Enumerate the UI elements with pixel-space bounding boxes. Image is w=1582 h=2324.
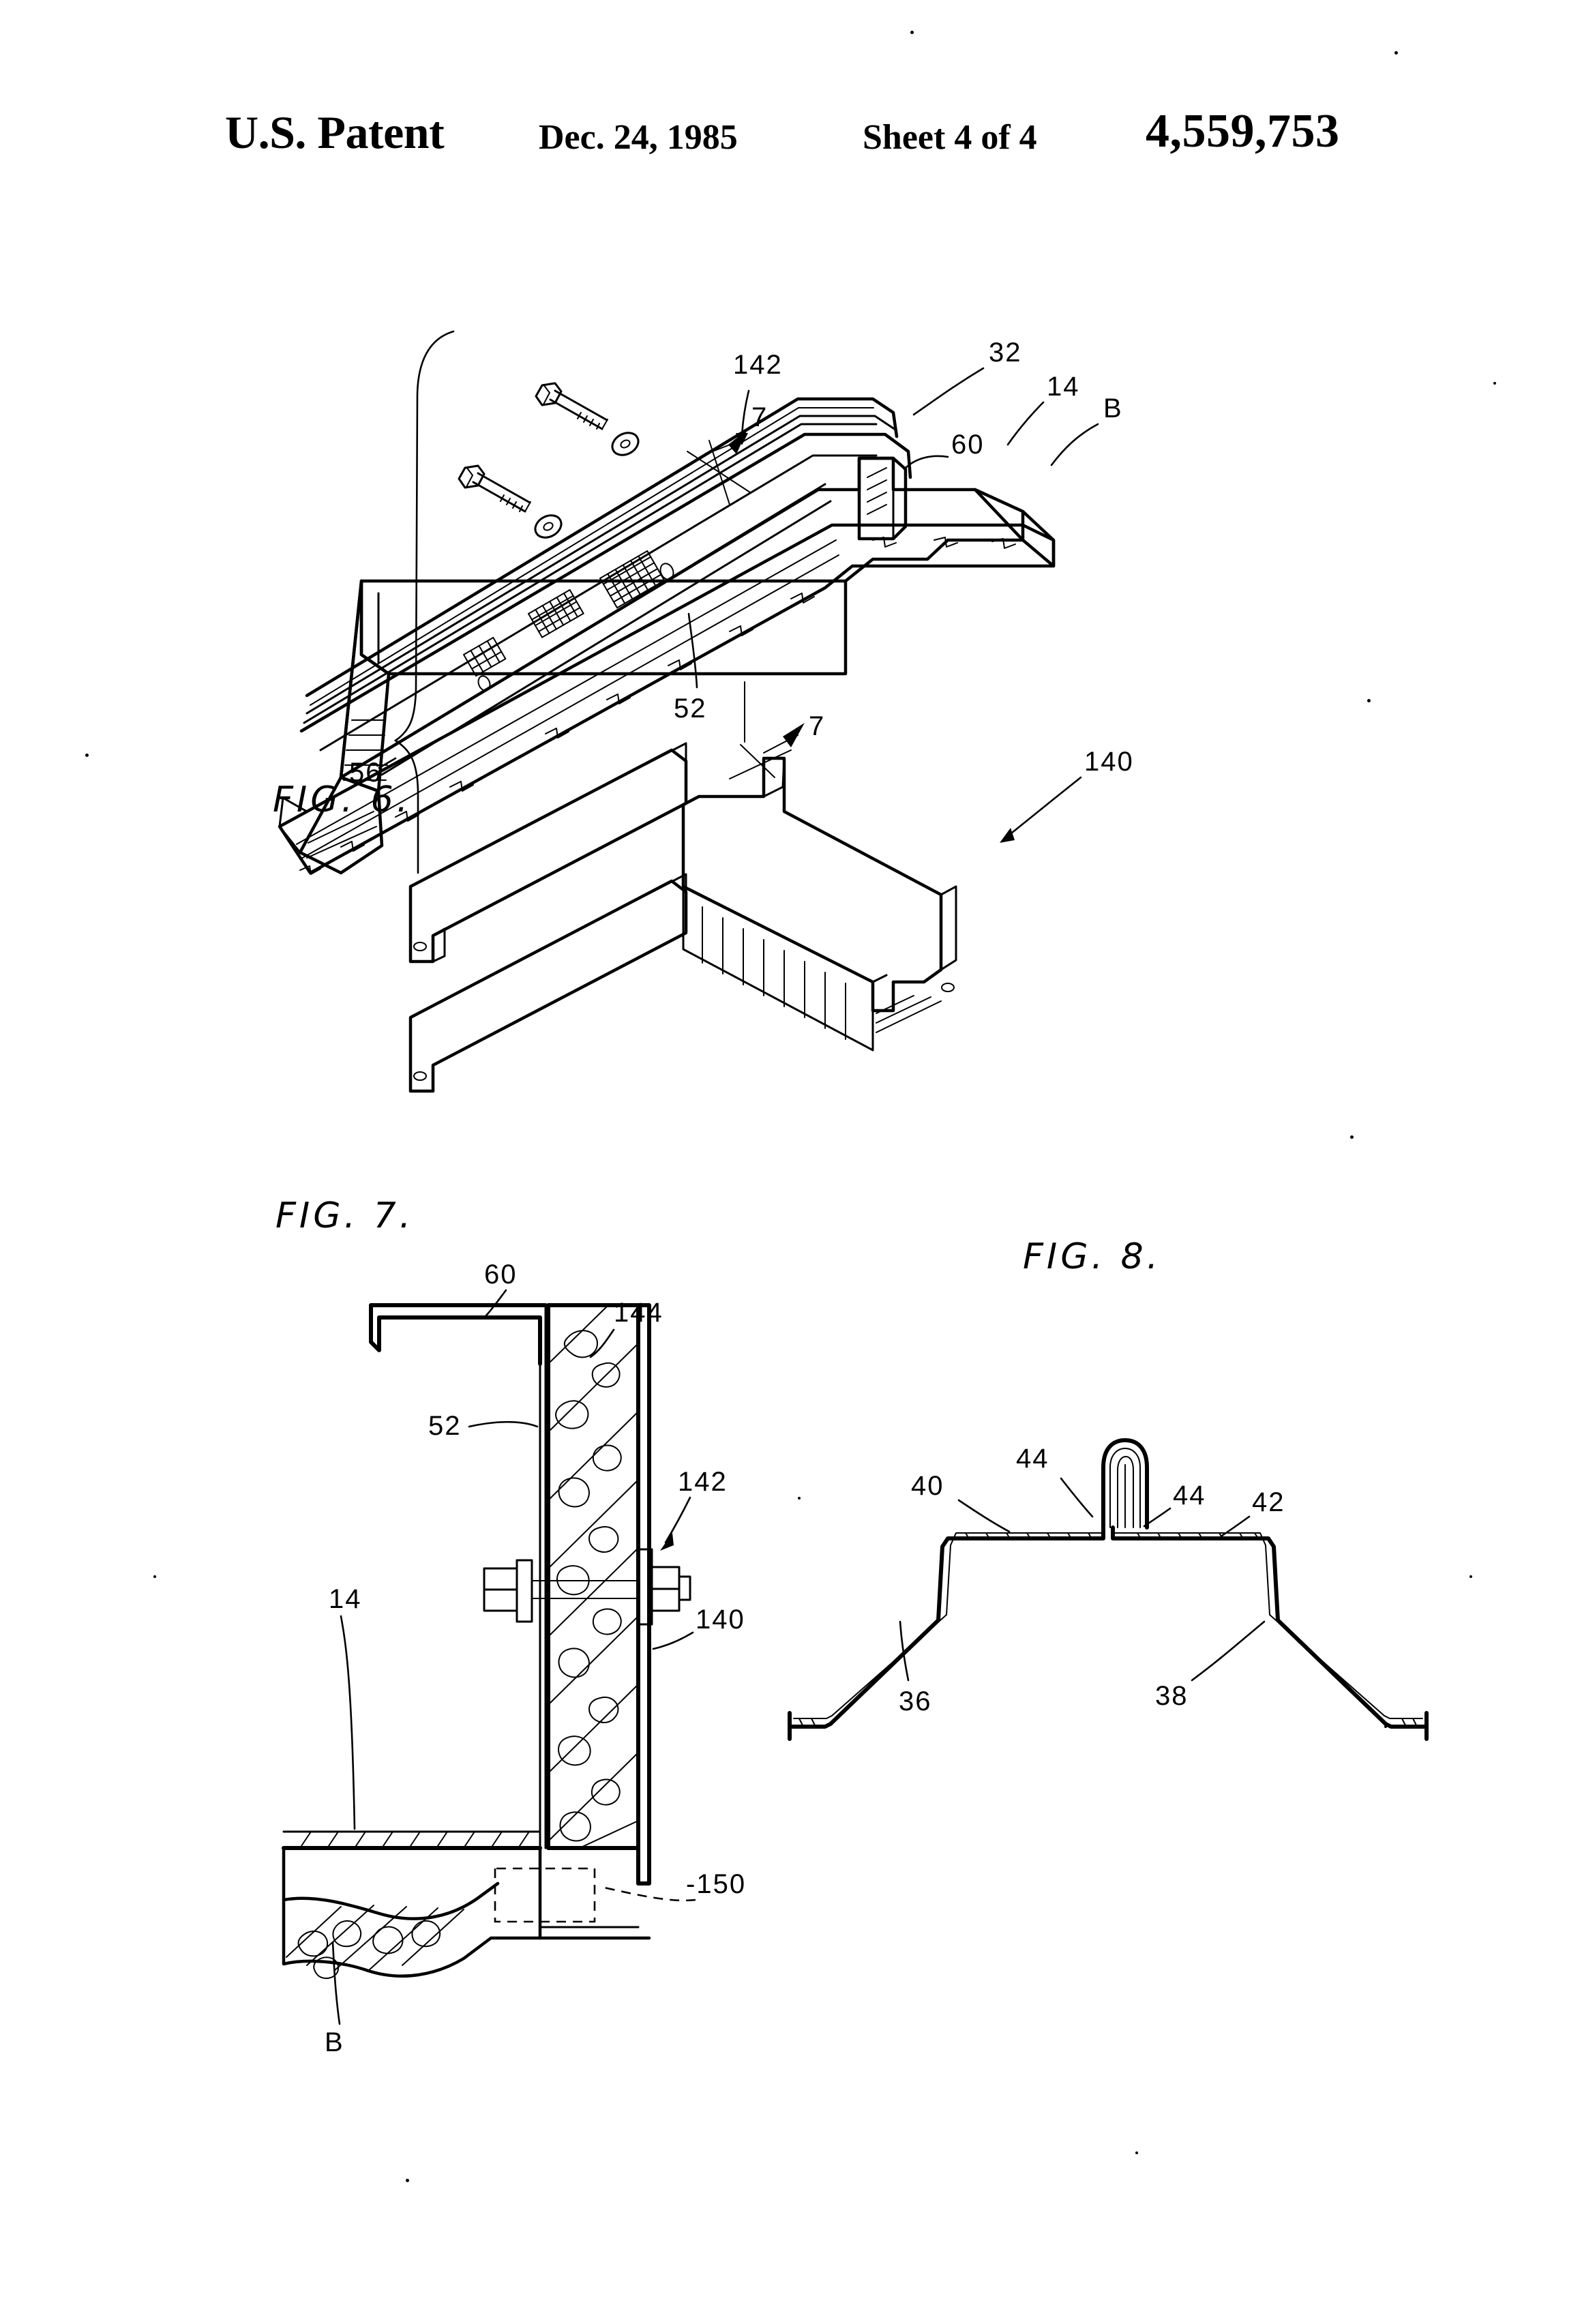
- outer-plate-140: [636, 1303, 651, 1886]
- mounting-bracket-140: 140: [408, 742, 1134, 1093]
- callout-7-upper: 7: [751, 402, 768, 432]
- figure-8-label: FIG. 8.: [1023, 1236, 1161, 1277]
- callout-B: B: [1103, 393, 1123, 423]
- mesh-texture: [463, 550, 674, 691]
- concrete-hatch: [548, 1305, 639, 1849]
- leader-38: [1191, 1620, 1266, 1682]
- callout-36: 36: [899, 1686, 932, 1716]
- leader-36: [899, 1620, 910, 1682]
- leader-52: [468, 1420, 539, 1428]
- section-line-7-lower: 7: [729, 681, 825, 779]
- leader-150: [603, 1886, 696, 1902]
- scan-speck: [1384, 1725, 1387, 1728]
- masonry-texture: [299, 537, 1016, 875]
- leader-40: [957, 1499, 1011, 1533]
- figure-6: FIG. 6.: [273, 330, 1133, 1093]
- standing-seam-44: [1101, 1438, 1149, 1530]
- callout-60: 60: [951, 430, 985, 460]
- channel-section-60: [369, 1303, 548, 1849]
- bolt-lower: [458, 464, 531, 513]
- end-block-60: [857, 456, 908, 541]
- callout-14: 14: [1047, 372, 1080, 402]
- figure-7-label: FIG. 7.: [275, 1195, 414, 1236]
- scan-speck: [1350, 1135, 1354, 1139]
- bolt-142: [483, 1548, 691, 1626]
- figure-7: FIG. 7.: [275, 1195, 746, 2057]
- callout-142: 142: [733, 350, 783, 380]
- scan-speck: [1135, 2151, 1138, 2154]
- patent-number: 4,559,753: [1146, 105, 1340, 158]
- leader-B: [331, 1941, 341, 2025]
- patent-header: U.S. Patent Dec. 24, 1985 Sheet 4 of 4 4…: [0, 105, 1582, 191]
- scan-speck: [798, 1497, 801, 1500]
- figure-6-label: FIG. 6.: [273, 779, 411, 820]
- scan-speck: [153, 1575, 156, 1578]
- leader-14: [340, 1615, 356, 1830]
- leader-140: [1006, 776, 1082, 837]
- scan-speck: [1493, 382, 1496, 385]
- scan-speck: [910, 31, 914, 34]
- callout-140: 140: [696, 1605, 745, 1635]
- roof-panel-profile: [788, 1438, 1429, 1741]
- leader-42: [1221, 1515, 1251, 1537]
- panel-hatch: [965, 1532, 1259, 1540]
- sheet-number: Sheet 4 of 4: [863, 118, 1037, 157]
- sill-member-assembly: 56: [278, 397, 1056, 875]
- masonry-aggregate: [297, 1920, 441, 1980]
- callout-7-lower: 7: [809, 711, 825, 741]
- leader-142: [664, 1496, 691, 1544]
- callout-B: B: [325, 2027, 344, 2057]
- arrowhead-140: [1000, 828, 1015, 843]
- callout-144: 144: [614, 1298, 663, 1328]
- hidden-detail-150: [494, 1867, 596, 1923]
- leader-140: [652, 1631, 694, 1650]
- washer-upper: [611, 432, 640, 456]
- callout-60: 60: [484, 1260, 518, 1290]
- deck-hatch: [299, 1831, 530, 1849]
- bolt-upper: [535, 382, 608, 430]
- callout-40: 40: [911, 1471, 944, 1501]
- leader-44-left: [1060, 1477, 1094, 1518]
- scan-speck: [1394, 51, 1398, 55]
- leader-32: [912, 367, 985, 416]
- callout-140: 140: [1084, 747, 1134, 777]
- callout-38: 38: [1155, 1681, 1189, 1711]
- callout-32: 32: [989, 338, 1022, 368]
- leader-144: [589, 1328, 615, 1358]
- callout-44-right: 44: [1173, 1480, 1206, 1510]
- masonry-B: [282, 1846, 542, 1980]
- floor-deck-14: [282, 1830, 542, 1850]
- arrowhead-142: [736, 433, 748, 445]
- patent-date: Dec. 24, 1985: [539, 118, 738, 157]
- leader-142: [741, 389, 750, 438]
- scan-speck: [1367, 699, 1371, 702]
- aggregate-texture: [555, 1330, 622, 1842]
- callout-142: 142: [678, 1467, 728, 1497]
- leader-52: [687, 612, 698, 689]
- patent-office-title: U.S. Patent: [225, 106, 445, 158]
- break-line: [393, 330, 455, 874]
- leader-44-right: [1143, 1507, 1171, 1528]
- end-pocket-56: 56: [339, 579, 397, 793]
- washer-lower: [534, 514, 563, 539]
- arrowhead-142: [660, 1533, 674, 1551]
- callout-14: 14: [329, 1584, 362, 1614]
- wall-panel-144: [546, 1303, 640, 1850]
- scan-speck: [406, 2179, 409, 2182]
- callout-42: 42: [1252, 1487, 1285, 1517]
- leader-14: [1006, 401, 1045, 446]
- callout-150: -150: [686, 1869, 746, 1899]
- figure-8: FIG. 8.: [788, 1236, 1429, 1741]
- eave-hatch: [799, 1718, 1418, 1727]
- callout-52: 52: [674, 694, 707, 724]
- leader-60: [903, 455, 949, 471]
- leader-B: [1050, 423, 1099, 466]
- scan-speck: [85, 754, 89, 757]
- callout-44-left: 44: [1016, 1444, 1049, 1474]
- callout-52: 52: [428, 1411, 462, 1441]
- scan-speck: [1469, 1575, 1472, 1578]
- leader-60: [484, 1289, 507, 1317]
